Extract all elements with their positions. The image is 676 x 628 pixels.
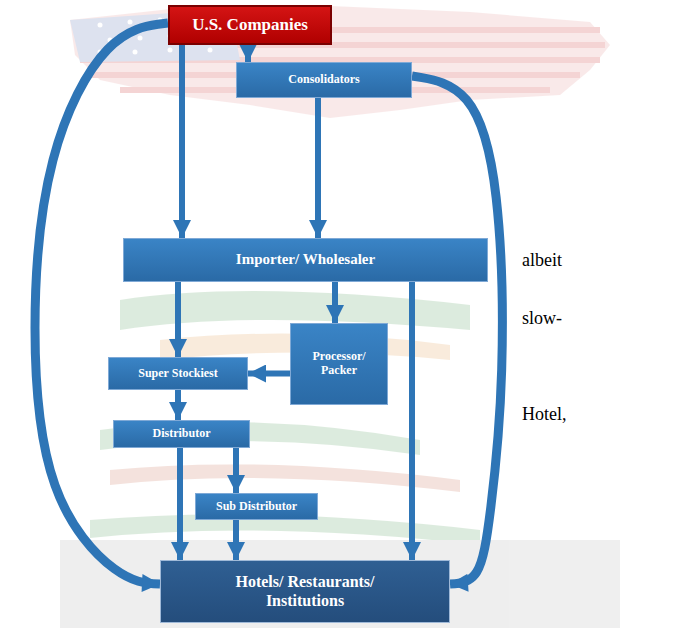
box-label: U.S. Companies [192, 15, 308, 35]
flow-arrow [175, 390, 181, 420]
flow-arrow [248, 371, 290, 377]
flow-arrow [233, 448, 239, 493]
box-label: Processor/ Packer [297, 350, 381, 378]
box-label: Hotels/ Restaurants/ Institutions [210, 573, 400, 610]
process-box: Sub Distributor [195, 493, 318, 520]
box-label: Distributor [153, 427, 211, 441]
flow-arrow [35, 23, 168, 584]
box-label: Importer/ Wholesaler [236, 251, 375, 268]
process-box: Distributor [113, 420, 250, 448]
process-box: Processor/ Packer [290, 323, 388, 405]
process-box: Importer/ Wholesaler [123, 238, 488, 282]
box-label: Consolidators [288, 73, 359, 87]
flow-arrow [233, 520, 239, 560]
text-fragment: Hotel, [522, 404, 567, 425]
flow-arrow [409, 282, 415, 560]
process-box: U.S. Companies [168, 5, 332, 45]
text-fragment: slow- [522, 308, 562, 329]
flow-arrow [177, 448, 183, 560]
box-label: Sub Distributor [216, 500, 297, 514]
text-fragment: albeit [522, 250, 562, 271]
flow-arrow [179, 45, 185, 238]
process-box: Super Stockiest [108, 357, 248, 390]
box-label: Super Stockiest [138, 367, 217, 381]
flow-arrow [245, 45, 251, 62]
crowd-flags [60, 291, 620, 628]
flow-arrow [175, 282, 181, 357]
flow-arrow [332, 282, 338, 323]
process-box: Hotels/ Restaurants/ Institutions [160, 560, 450, 623]
flow-arrow [412, 76, 502, 584]
process-box: Consolidators [236, 62, 412, 98]
flow-arrow [315, 98, 321, 238]
